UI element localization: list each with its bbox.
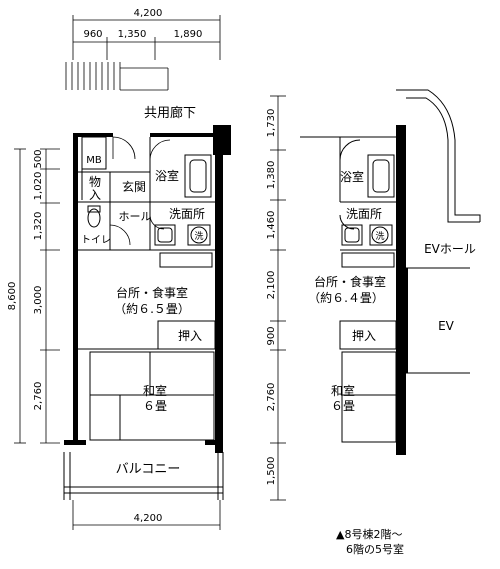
mb-label: MB — [86, 155, 102, 166]
left-unit-interior — [78, 136, 216, 441]
top-dim-960: 960 — [83, 29, 102, 40]
bottom-dim-total: 4,200 — [134, 513, 163, 524]
ev-label: EV — [438, 319, 455, 333]
left-dim-1020: 1,020 — [33, 172, 44, 201]
washitsu-label-right: 和室 — [331, 383, 355, 398]
top-dim-total: 4,200 — [134, 8, 163, 19]
ev-hall-label: EVホール — [424, 242, 476, 256]
center-dim-2100: 2,100 — [266, 271, 277, 300]
kitchen-size-left: （約６.５畳） — [114, 301, 190, 316]
kitchen-label-right: 台所・食事室 — [314, 274, 386, 289]
balcony — [63, 452, 224, 500]
left-dim-1320: 1,320 — [33, 212, 44, 241]
center-dim-1730: 1,730 — [266, 109, 277, 138]
left-unit-walls — [64, 125, 231, 453]
right-unit-walls — [396, 125, 408, 455]
unit-note-line2: 6階の5号室 — [346, 543, 404, 556]
storage-label-top: 物 — [89, 175, 101, 189]
washer-label-right: 洗 — [375, 230, 384, 242]
top-dimension-lines — [72, 15, 221, 60]
bath-label-left: 浴室 — [155, 168, 179, 183]
left-dim-500: 500 — [33, 149, 44, 168]
center-dimension-lines — [270, 95, 286, 501]
washroom-label-right: 洗面所 — [346, 207, 382, 221]
left-dim-total: 8,600 — [7, 282, 18, 311]
washitsu-size-left: ６畳 — [143, 399, 167, 413]
left-dim-2760: 2,760 — [33, 382, 44, 411]
toilet-label: トイレ — [81, 235, 111, 246]
kitchen-label-left: 台所・食事室 — [116, 285, 188, 300]
stair-hatch — [65, 62, 169, 91]
washer-label-left: 洗 — [194, 230, 203, 242]
kitchen-size-right: （約６.４畳） — [308, 290, 384, 305]
center-dim-900: 900 — [266, 326, 277, 345]
bath-label-right: 浴室 — [340, 169, 364, 184]
left-dimension-lines — [14, 148, 60, 444]
washitsu-size-right: ６畳 — [331, 399, 355, 413]
center-dim-2760: 2,760 — [266, 383, 277, 412]
storage-label-bottom: 入 — [89, 188, 101, 202]
unit-note: ▲8号棟2階～ 6階の5号室 — [336, 527, 496, 557]
unit-note-line1: ▲8号棟2階～ — [336, 528, 403, 541]
closet-label-right: 押入 — [352, 329, 376, 343]
washitsu-label-left: 和室 — [143, 383, 167, 398]
center-dim-1500: 1,500 — [266, 457, 277, 486]
left-dim-3000: 3,000 — [33, 286, 44, 315]
washroom-label-left: 洗面所 — [169, 207, 205, 221]
right-unit-interior — [300, 89, 481, 443]
top-dim-1890: 1,890 — [174, 29, 203, 40]
bottom-dimension-line — [72, 500, 221, 530]
top-dim-1350: 1,350 — [118, 29, 147, 40]
entrance-label: 玄関 — [122, 179, 146, 194]
corridor-label: 共用廊下 — [144, 105, 196, 121]
hall-label: ホール — [119, 210, 152, 223]
center-dim-1460: 1,460 — [266, 211, 277, 240]
left-unit-doors — [109, 136, 171, 246]
balcony-label: バルコニー — [116, 462, 181, 477]
center-dim-1380: 1,380 — [266, 161, 277, 190]
closet-label-left: 押入 — [178, 329, 202, 343]
